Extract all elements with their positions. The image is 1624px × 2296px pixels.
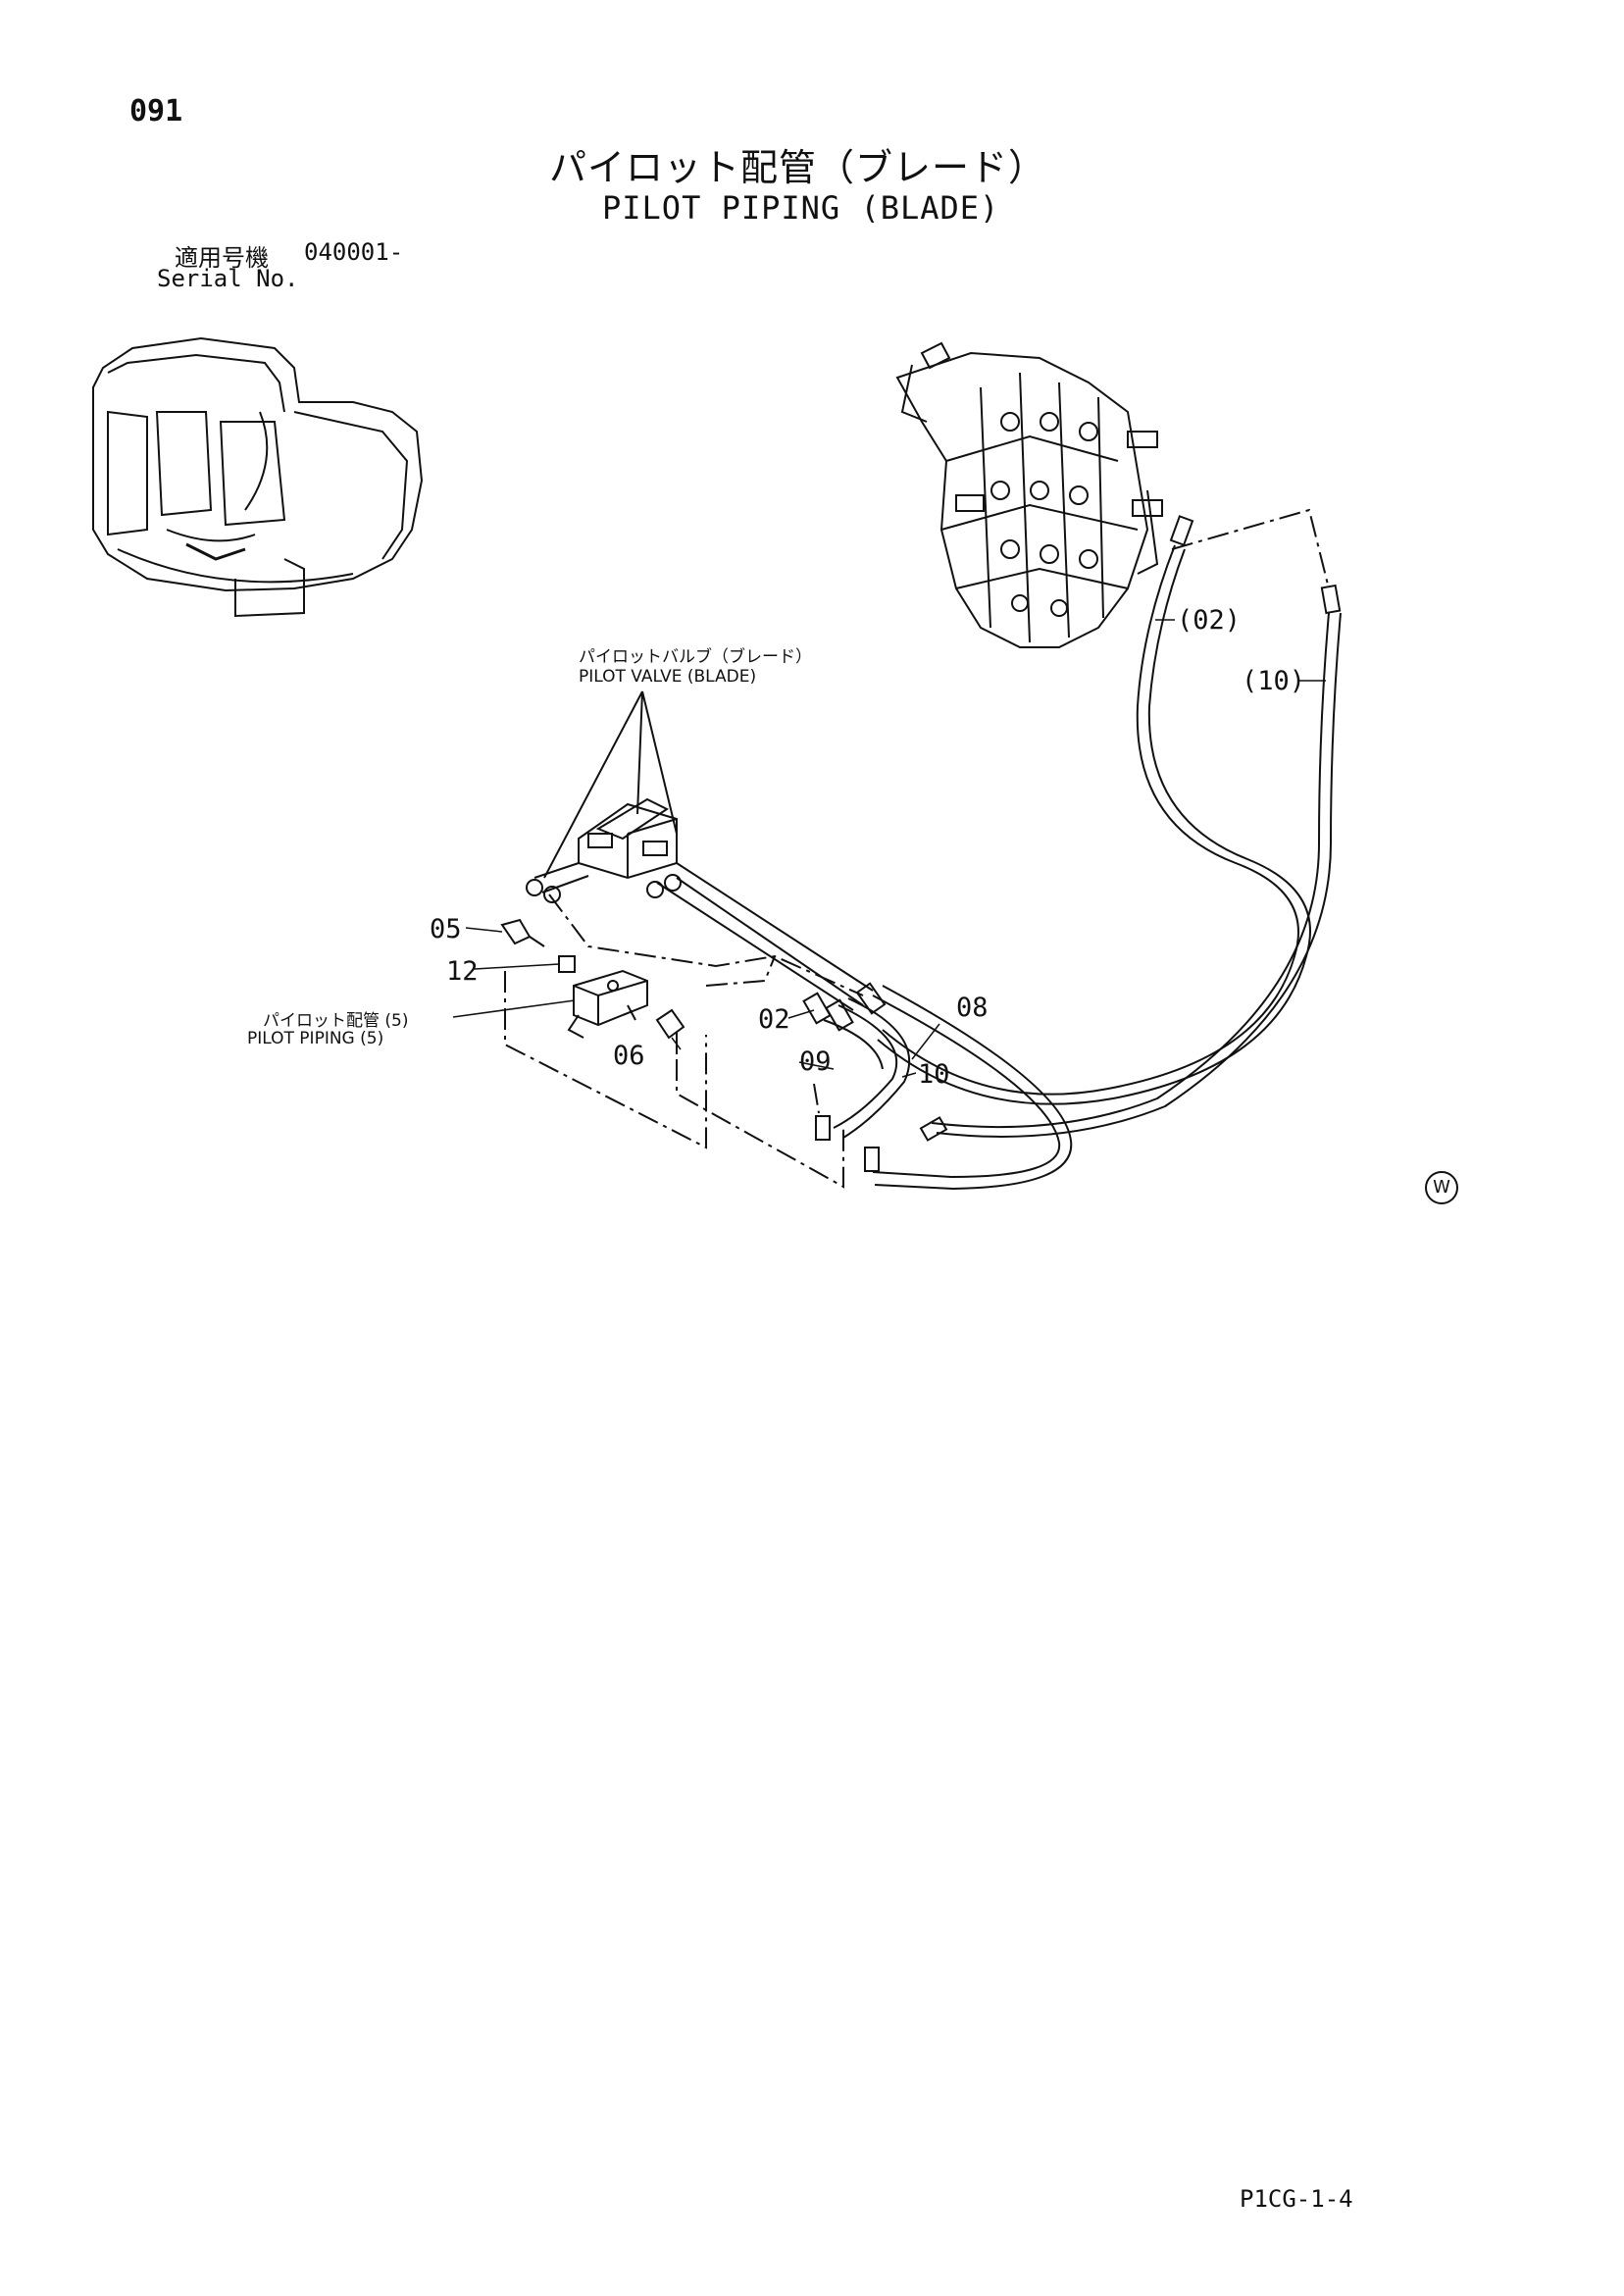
- callout-10-paren: (10): [1242, 666, 1306, 696]
- callout-06: 06: [613, 1041, 645, 1071]
- pilot-valve-leader: [543, 690, 678, 879]
- title-japanese: パイロット配管（ブレード）: [549, 146, 1047, 189]
- pilot-valve: [526, 797, 874, 1011]
- reference-lines: [504, 508, 1330, 1189]
- control-valve: [895, 341, 1163, 648]
- serial-value: 040001-: [304, 238, 404, 266]
- page-number: 091: [129, 94, 183, 128]
- fitting-05: [500, 918, 545, 947]
- callout-12: 12: [446, 956, 479, 987]
- pilot-piping-block: [567, 969, 648, 1039]
- title-english: PILOT PIPING (BLADE): [602, 189, 1000, 227]
- callout-05: 05: [430, 914, 462, 944]
- callout-02: 02: [758, 1004, 790, 1035]
- w-mark: W: [1425, 1171, 1458, 1204]
- pilot-valve-label-ja: パイロットバルブ（ブレード）: [579, 647, 812, 667]
- callout-09: 09: [799, 1046, 832, 1077]
- fitting-12: [558, 955, 576, 973]
- serial-label-english: Serial No.: [157, 265, 299, 292]
- excavator-thumbnail: [92, 336, 424, 618]
- callout-10: 10: [918, 1059, 950, 1090]
- pilot-piping-label-en: PILOT PIPING (5): [247, 1029, 384, 1048]
- pilot-valve-label-en: PILOT VALVE (BLADE): [579, 667, 757, 687]
- callout-02-paren: (02): [1177, 605, 1242, 636]
- serial-label-japanese: 適用号機: [175, 244, 269, 272]
- callout-08: 08: [956, 993, 989, 1023]
- callout-leaders: [452, 619, 1326, 1078]
- footer-code: P1CG-1-4: [1240, 2185, 1353, 2213]
- pilot-piping-label-ja: パイロット配管 (5): [263, 1011, 409, 1031]
- hoses: [823, 544, 1342, 1191]
